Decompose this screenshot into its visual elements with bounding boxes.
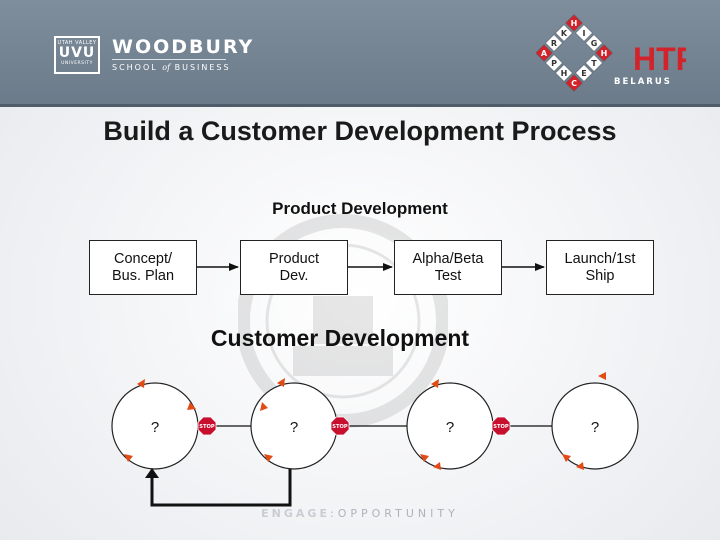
- cd-circle-2: ?: [250, 382, 338, 470]
- cycle-arrow-icon: [124, 454, 133, 462]
- footer-tagline: ENGAGE:OPPORTUNITY: [0, 507, 720, 520]
- uvu-logo-mark: UVU: [58, 45, 96, 61]
- htp-ring-tile: A: [536, 44, 553, 62]
- htp-ring-tile: H: [565, 14, 583, 32]
- cd-circle-3-label: ?: [446, 419, 454, 436]
- step-launch: Launch/1st Ship: [546, 240, 654, 295]
- cd-circle-1-label: ?: [151, 419, 159, 436]
- cycle-arrow-icon: [137, 379, 145, 388]
- htp-ring-letter: H: [601, 49, 608, 58]
- uvu-logo-top: UTAH VALLEY: [57, 40, 97, 46]
- cycle-arrow-markers: [124, 372, 606, 470]
- stop-sign-label: STOP: [199, 424, 215, 430]
- htp-ring-letter: P: [551, 59, 557, 68]
- cycle-arrow-icon: [277, 378, 285, 387]
- htp-mark: HTP: [633, 41, 686, 77]
- feedback-arrow-icon: [145, 468, 159, 478]
- stop-sign-icon: STOP: [330, 416, 350, 436]
- footer-engage: ENGAGE: [261, 507, 330, 520]
- cd-circle-4-label: ?: [591, 419, 599, 436]
- footer-separator: :: [329, 507, 338, 520]
- school-subtitle-suffix: BUSINESS: [174, 63, 231, 72]
- school-subtitle: SCHOOL of BUSINESS: [112, 63, 231, 72]
- htp-ring-letter: A: [541, 49, 548, 58]
- uvu-logo-bottom: UNIVERSITY: [61, 61, 93, 66]
- stop-sign-icon: STOP: [197, 416, 217, 436]
- htp-ring-tile: C: [565, 74, 583, 92]
- htp-ring-letter: K: [561, 29, 568, 38]
- step-concept: Concept/ Bus. Plan: [89, 240, 197, 295]
- cycle-arrow-icon: [260, 402, 268, 411]
- stop-sign-icon: STOP: [491, 416, 511, 436]
- cycle-arrow-icon: [433, 462, 441, 470]
- htp-ring-tile: G: [585, 34, 603, 52]
- step-product-dev: Product Dev.: [240, 240, 348, 295]
- htp-ring-letter: I: [583, 29, 586, 38]
- cycle-arrow-icon: [576, 462, 584, 470]
- school-name-rule: [112, 59, 226, 60]
- header-divider: [0, 104, 720, 107]
- school-name: WOODBURY: [112, 36, 255, 58]
- customer-development-label: Customer Development: [210, 325, 470, 351]
- htp-ring-letter: T: [591, 59, 597, 68]
- school-subtitle-of: of: [162, 63, 171, 72]
- footer-opportunity: OPPORTUNITY: [337, 507, 459, 520]
- cycle-arrow-icon: [562, 454, 571, 462]
- htp-ring-tile: R: [545, 34, 563, 52]
- htp-ring-tile: E: [575, 64, 593, 82]
- uvu-logo: UTAH VALLEY UVU UNIVERSITY: [54, 36, 100, 74]
- htp-ring-letter: H: [571, 19, 578, 28]
- slide-title: Build a Customer Development Process: [103, 116, 617, 146]
- stop-sign-label: STOP: [493, 424, 509, 430]
- stop-sign-label: STOP: [332, 424, 348, 430]
- cycle-arrow-icon: [420, 454, 429, 462]
- cycle-arrow-icon: [264, 454, 273, 462]
- cd-circle-2-label: ?: [290, 419, 298, 436]
- htp-ring-letter: R: [551, 39, 557, 48]
- htp-ring-letter: E: [581, 69, 586, 78]
- htp-ring-letter: G: [591, 39, 598, 48]
- step-alpha-beta: Alpha/Beta Test: [394, 240, 502, 295]
- cycle-arrow-icon: [431, 379, 439, 388]
- htp-country: BELARUS: [614, 77, 672, 87]
- feedback-loop: [150, 469, 292, 507]
- school-subtitle-prefix: SCHOOL: [112, 63, 158, 72]
- htp-ring-tile: K: [555, 24, 573, 42]
- cycle-arrow-icon: [187, 402, 196, 410]
- cd-circle-3: ?: [406, 382, 494, 470]
- htp-ring-tile: P: [545, 54, 563, 72]
- cycle-arrow-icon: [598, 372, 606, 380]
- cd-circle-1: ?: [111, 382, 199, 470]
- htp-ring-tile: T: [585, 54, 603, 72]
- htp-ring-tile: H: [555, 64, 573, 82]
- product-development-label: Product Development: [272, 199, 448, 218]
- htp-ring-tile: I: [575, 24, 593, 42]
- htp-ring-tile: H: [595, 44, 613, 62]
- htp-ring-letter: H: [561, 69, 568, 78]
- htp-ring-letter: C: [571, 79, 577, 88]
